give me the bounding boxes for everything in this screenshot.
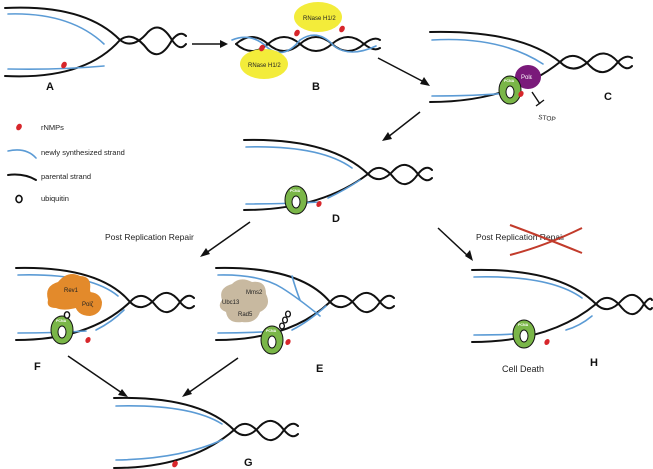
panel-label-a: A [46,81,54,93]
panel-h: PCNA Cell Death H [471,268,653,374]
panel-label-f: F [34,361,41,373]
panel-a: A [4,6,187,93]
svg-text:PCNA: PCNA [56,319,67,323]
stop-label: STOP [538,114,556,123]
panel-g: G [113,396,299,469]
pcna-clamp: PCNA [284,185,308,215]
arrow-e-g [182,357,239,397]
legend-parental-swatch [7,173,37,181]
svg-text:PCNA: PCNA [518,323,529,327]
mms2-complex [219,279,268,323]
rnase-h-top [294,2,342,32]
cell-death-label: Cell Death [502,364,544,374]
svg-text:PCNA: PCNA [504,79,515,83]
pcna-clamp: PCNA [260,325,284,355]
panel-d: PCNA D [243,138,433,225]
rnmp-marker [518,90,524,98]
rnase-h-bottom [240,49,288,79]
rnmp-marker [294,29,300,37]
rad5-label: Rad5 [238,312,253,318]
panel-label-e: E [316,363,323,375]
pcna-clamp: PCNA [498,75,522,105]
ubiquitin-chain [284,310,292,318]
pcna-clamp: PCNA [50,315,74,345]
rnmp-marker [544,338,550,346]
legend-ubiquitin-swatch [15,194,23,204]
rev1-label: Rev1 [64,288,79,294]
ubiquitin-marker [63,311,71,319]
rnmp-marker [285,338,291,346]
pathway-right-label: Post Replication Repair [476,232,565,242]
arrow-b-c [377,57,430,86]
rnmp-marker [339,25,345,33]
rnase-label-top: RNase H1/2 [303,16,336,22]
pol-epsilon [515,65,541,89]
pcna-clamp: PCNA [512,319,536,349]
arrow-f-g [67,355,128,397]
pol-epsilon-label: Polε [521,75,533,81]
rnase-label-bottom: RNase H1/2 [248,63,281,69]
cross-out-mark [509,224,583,256]
panel-b: RNase H1/2 RNase H1/2 B [231,2,381,93]
svg-text:PCNA: PCNA [290,189,301,193]
ubiquitin-chain [278,322,286,330]
rnmp-marker [85,336,91,344]
legend-ubiquitin: ubiquitin [41,194,69,203]
arrow-a-b [192,40,228,48]
panel-label-c: C [604,91,612,103]
stop-sign [531,91,545,107]
pol-zeta-blob [74,291,102,316]
panel-label-h: H [590,357,598,369]
legend-parental: parental strand [41,172,91,181]
panel-label-d: D [332,213,340,225]
arrow-d-h [437,227,473,261]
rnmp-marker [259,44,265,52]
ubc13-label: Ubc13 [222,300,240,306]
panel-e: Mms2 Ubc13 Rad5 PCNA E [215,266,395,375]
panel-label-g: G [244,457,253,469]
rnmp-marker [61,61,67,69]
panel-c: Polε PCNA STOP C [429,30,633,123]
pathway-left-label: Post Replication Repair [105,232,194,242]
rnmp-marker [172,460,178,468]
legend-rnmp-swatch [16,123,22,131]
arrow-c-d [382,111,421,141]
ubiquitin-chain [281,316,289,324]
arrow-d-f [200,221,251,257]
legend: rNMPs newly synthesized strand parental … [7,123,125,204]
panel-label-b: B [312,81,320,93]
mms2-label: Mms2 [246,290,263,296]
legend-new-strand: newly synthesized strand [41,148,125,157]
rnmp-marker [316,200,322,208]
panel-f: Rev1 Polζ PCNA F [15,266,195,373]
pol-zeta-label: Polζ [82,302,94,308]
svg-text:PCNA: PCNA [266,329,277,333]
legend-new-strand-swatch [7,149,37,159]
legend-rnmps: rNMPs [41,123,64,132]
